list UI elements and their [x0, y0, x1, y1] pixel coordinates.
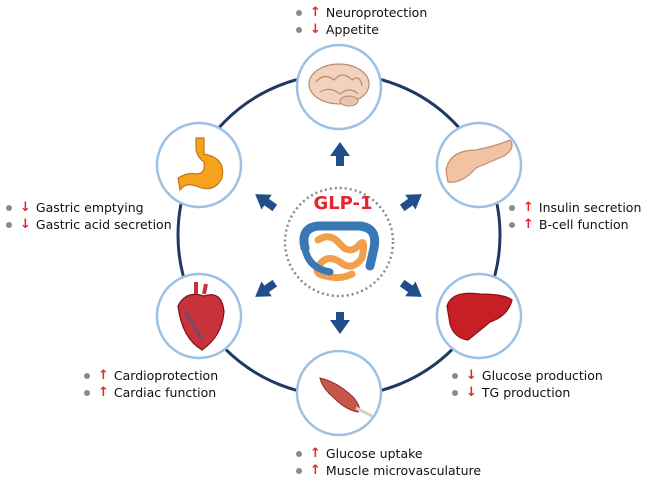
brain-effects: ↑ Neuroprotection ↓ Appetite	[296, 4, 427, 38]
bullet-icon	[509, 204, 515, 211]
center-title: GLP-1	[313, 193, 373, 214]
arrow-down-icon: ↓	[466, 368, 477, 383]
effect-text: Cardioprotection	[113, 368, 219, 383]
effect-row: ↓ Gastric acid secretion	[6, 216, 172, 233]
bullet-icon	[452, 389, 458, 396]
bullet-icon	[6, 204, 12, 211]
stomach-icon	[177, 137, 224, 192]
arrow-up-icon: ↑	[98, 368, 109, 383]
node-pancreas	[435, 121, 523, 209]
effect-text: Cardiac function	[113, 385, 217, 400]
effect-row: ↓ Glucose production	[452, 367, 603, 384]
effect-row: ↑ Cardiac function	[84, 384, 218, 401]
effect-text: B-cell function	[538, 217, 629, 232]
node-heart	[155, 272, 243, 360]
effect-row: ↑ Cardioprotection	[84, 367, 218, 384]
liver-icon	[446, 292, 513, 341]
bullet-icon	[452, 372, 458, 379]
block-arrows	[255, 142, 422, 334]
effect-text: Insulin secretion	[538, 200, 642, 215]
brain-icon	[308, 63, 370, 107]
arrow-down-left	[255, 279, 278, 297]
heart-icon	[177, 282, 225, 351]
arrow-up-left	[255, 194, 278, 212]
liver-effects: ↓ Glucose production ↓ TG production	[452, 367, 603, 401]
bullet-icon	[84, 372, 90, 379]
arrow-down-icon: ↓	[20, 200, 31, 215]
stomach-effects: ↓ Gastric emptying ↓ Gastric acid secretio…	[6, 199, 172, 233]
effect-row: ↓ Gastric emptying	[6, 199, 172, 216]
node-liver	[435, 272, 523, 360]
effect-row: ↑ B-cell function	[509, 216, 641, 233]
arrow-up-icon: ↑	[523, 200, 534, 215]
node-stomach	[155, 121, 243, 209]
effect-text: TG production	[481, 385, 571, 400]
arrow-up-icon: ↑	[310, 463, 321, 478]
effect-text: Appetite	[325, 22, 379, 37]
effect-row: ↓ TG production	[452, 384, 603, 401]
arrow-down	[330, 312, 350, 334]
effect-row: ↑ Muscle microvasculature	[296, 462, 481, 479]
bullet-icon	[84, 389, 90, 396]
effect-row: ↑ Glucose uptake	[296, 445, 481, 462]
heart-effects: ↑ Cardioprotection ↑ Cardiac function	[84, 367, 218, 401]
arrow-up-icon: ↑	[98, 385, 109, 400]
effect-row: ↑ Insulin secretion	[509, 199, 641, 216]
arrow-up	[330, 142, 350, 166]
muscle-icon	[319, 377, 373, 418]
effect-text: Gastric emptying	[35, 200, 144, 215]
effect-text: Muscle microvasculature	[325, 463, 482, 478]
pancreas-effects: ↑ Insulin secretion ↑ B-cell function	[509, 199, 641, 233]
bullet-icon	[296, 9, 302, 16]
muscle-effects: ↑ Glucose uptake ↑ Muscle microvasculature	[296, 445, 481, 479]
effect-text: Glucose uptake	[325, 446, 423, 461]
bullet-icon	[509, 221, 515, 228]
arrow-up-icon: ↑	[310, 446, 321, 461]
arrow-up-icon: ↑	[523, 217, 534, 232]
pancreas-icon	[445, 139, 513, 183]
bullet-icon	[296, 26, 302, 33]
effect-row: ↓ Appetite	[296, 21, 427, 38]
bullet-icon	[296, 467, 302, 474]
arrow-down-icon: ↓	[20, 217, 31, 232]
arrow-down-right	[399, 279, 422, 297]
arrow-down-icon: ↓	[466, 385, 477, 400]
effect-text: Glucose production	[481, 368, 603, 383]
arrow-up-right	[399, 194, 422, 212]
intestine-icon	[299, 221, 380, 282]
arrow-down-icon: ↓	[310, 22, 321, 37]
effect-text: Gastric acid secretion	[35, 217, 172, 232]
effect-row: ↑ Neuroprotection	[296, 4, 427, 21]
effect-text: Neuroprotection	[325, 5, 428, 20]
node-brain	[295, 43, 383, 131]
bullet-icon	[296, 450, 302, 457]
bullet-icon	[6, 221, 12, 228]
node-muscle	[295, 349, 383, 437]
arrow-up-icon: ↑	[310, 5, 321, 20]
